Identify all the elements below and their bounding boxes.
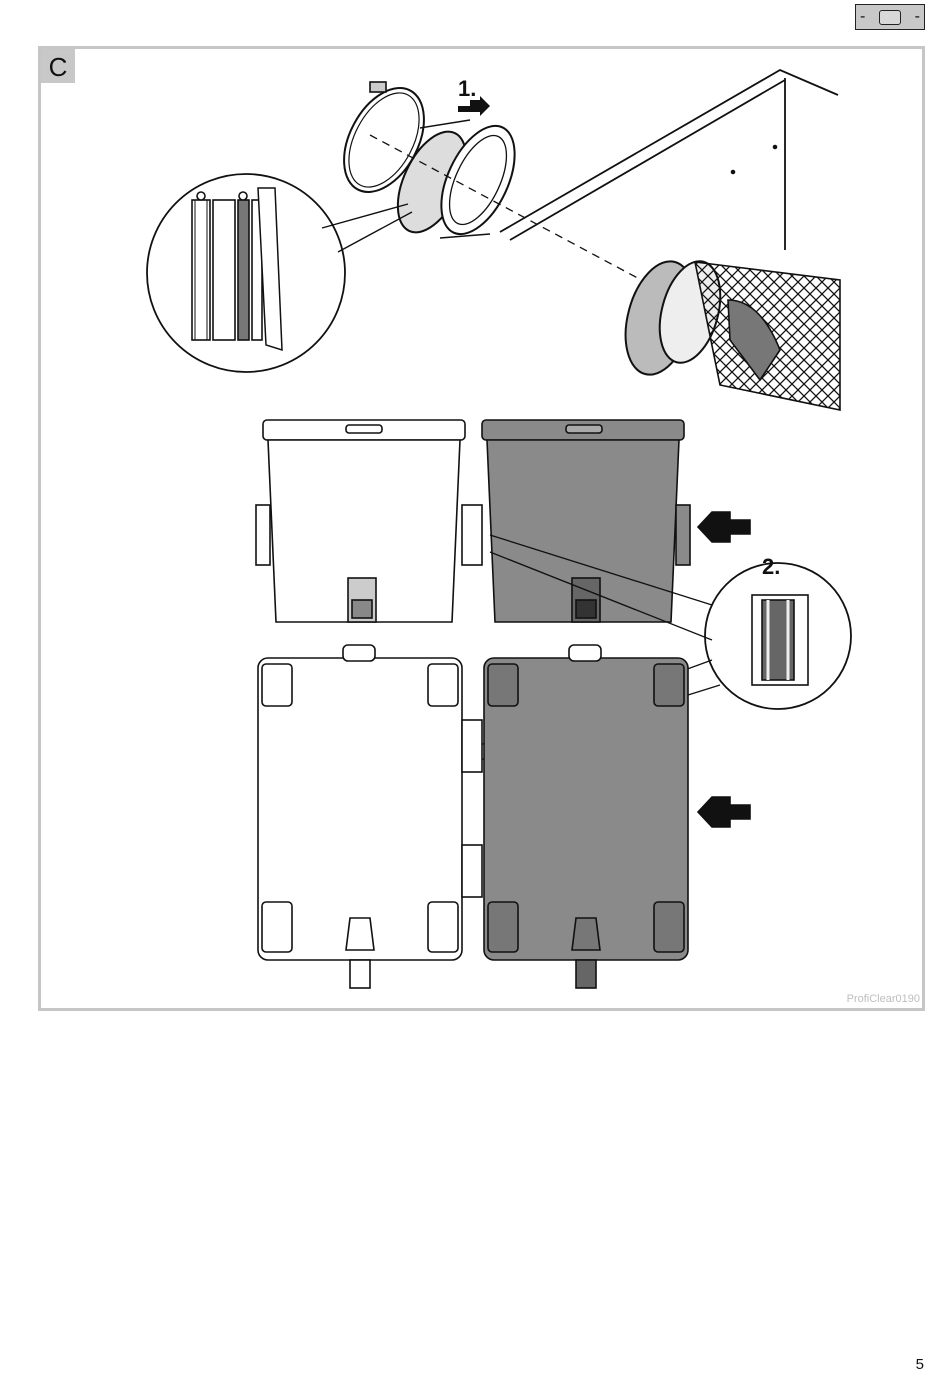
rubber-sleeve xyxy=(384,115,530,245)
left-unit-top xyxy=(258,645,482,988)
right-unit-side xyxy=(482,420,690,622)
step-2-label: 2. xyxy=(762,554,780,579)
arrow-lower xyxy=(698,797,750,827)
outlet-strainer xyxy=(614,254,840,410)
left-unit-side xyxy=(256,420,482,622)
arrow-upper xyxy=(698,512,750,542)
page-number: 5 xyxy=(916,1356,924,1373)
step-1-label: 1. xyxy=(458,76,476,101)
figure-reference: ProfiClear0190 xyxy=(847,993,920,1005)
detail-circle-sleeve xyxy=(147,174,412,372)
right-unit-top xyxy=(484,645,688,988)
